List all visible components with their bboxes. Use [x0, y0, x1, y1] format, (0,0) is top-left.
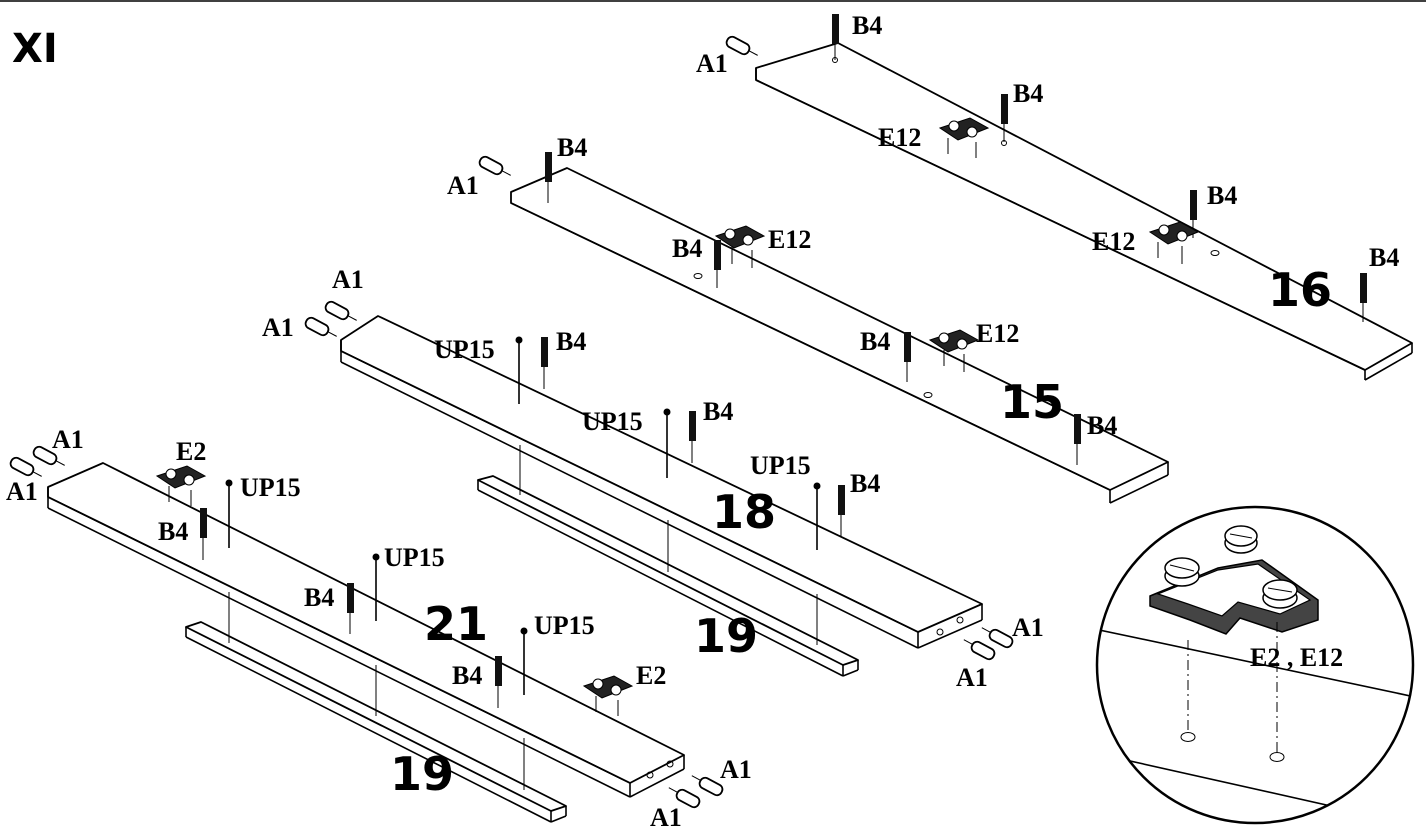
label-up15: UP15 — [240, 473, 301, 502]
panel-label-21: 21 — [424, 597, 488, 651]
label-b4: B4 — [1013, 79, 1043, 108]
a1-dowels — [9, 35, 1014, 809]
label-a1: A1 — [447, 171, 479, 200]
detail-label: E2 , E12 — [1250, 643, 1343, 672]
label-e12: E12 — [976, 319, 1019, 348]
up15-screws — [225, 336, 821, 695]
rail-19-upper — [477, 445, 859, 677]
label-b4: B4 — [158, 517, 188, 546]
label-e12: E12 — [768, 225, 811, 254]
b4-bolts — [200, 14, 1367, 708]
panel-18 — [340, 315, 983, 649]
label-e12: E12 — [1092, 227, 1135, 256]
hinge-plates — [155, 117, 1200, 716]
hinge-detail-view: E2 , E12 — [1095, 505, 1415, 825]
label-b4: B4 — [1087, 411, 1117, 440]
rail-19-lower — [185, 592, 567, 823]
panel-label-16: 16 — [1268, 263, 1332, 317]
panel-label-19-upper: 19 — [694, 609, 758, 663]
panel-15 — [510, 167, 1169, 504]
label-b4: B4 — [1369, 243, 1399, 272]
label-e2: E2 — [176, 437, 206, 466]
label-b4: B4 — [556, 327, 586, 356]
label-e12: E12 — [878, 123, 921, 152]
label-b4: B4 — [703, 397, 733, 426]
label-a1: A1 — [720, 755, 752, 784]
panel-label-18: 18 — [712, 485, 776, 539]
step-title: XI — [12, 26, 58, 72]
label-a1: A1 — [6, 477, 38, 506]
label-b4: B4 — [850, 469, 880, 498]
label-b4: B4 — [852, 11, 882, 40]
label-a1: A1 — [956, 663, 988, 692]
label-a1: A1 — [650, 803, 682, 830]
label-b4: B4 — [1207, 181, 1237, 210]
label-b4: B4 — [557, 133, 587, 162]
label-a1: A1 — [696, 49, 728, 78]
label-a1: A1 — [52, 425, 84, 454]
label-b4: B4 — [304, 583, 334, 612]
part-labels: B4 A1 B4 E12 B4 E12 B4 B4 A1 B4 E12 B4 E… — [6, 11, 1399, 830]
label-b4: B4 — [860, 327, 890, 356]
panel-16 — [755, 42, 1413, 381]
panel-holes — [646, 250, 1220, 779]
panel-label-15: 15 — [1000, 375, 1064, 429]
label-up15: UP15 — [434, 335, 495, 364]
label-a1: A1 — [332, 265, 364, 294]
label-a1: A1 — [1012, 613, 1044, 642]
label-b4: B4 — [672, 234, 702, 263]
label-up15: UP15 — [534, 611, 595, 640]
panel-21 — [47, 462, 685, 798]
label-b4: B4 — [452, 661, 482, 690]
label-a1: A1 — [262, 313, 294, 342]
panel-label-19-lower: 19 — [390, 747, 454, 801]
label-up15: UP15 — [582, 407, 643, 436]
label-up15: UP15 — [750, 451, 811, 480]
label-e2: E2 — [636, 661, 666, 690]
label-up15: UP15 — [384, 543, 445, 572]
